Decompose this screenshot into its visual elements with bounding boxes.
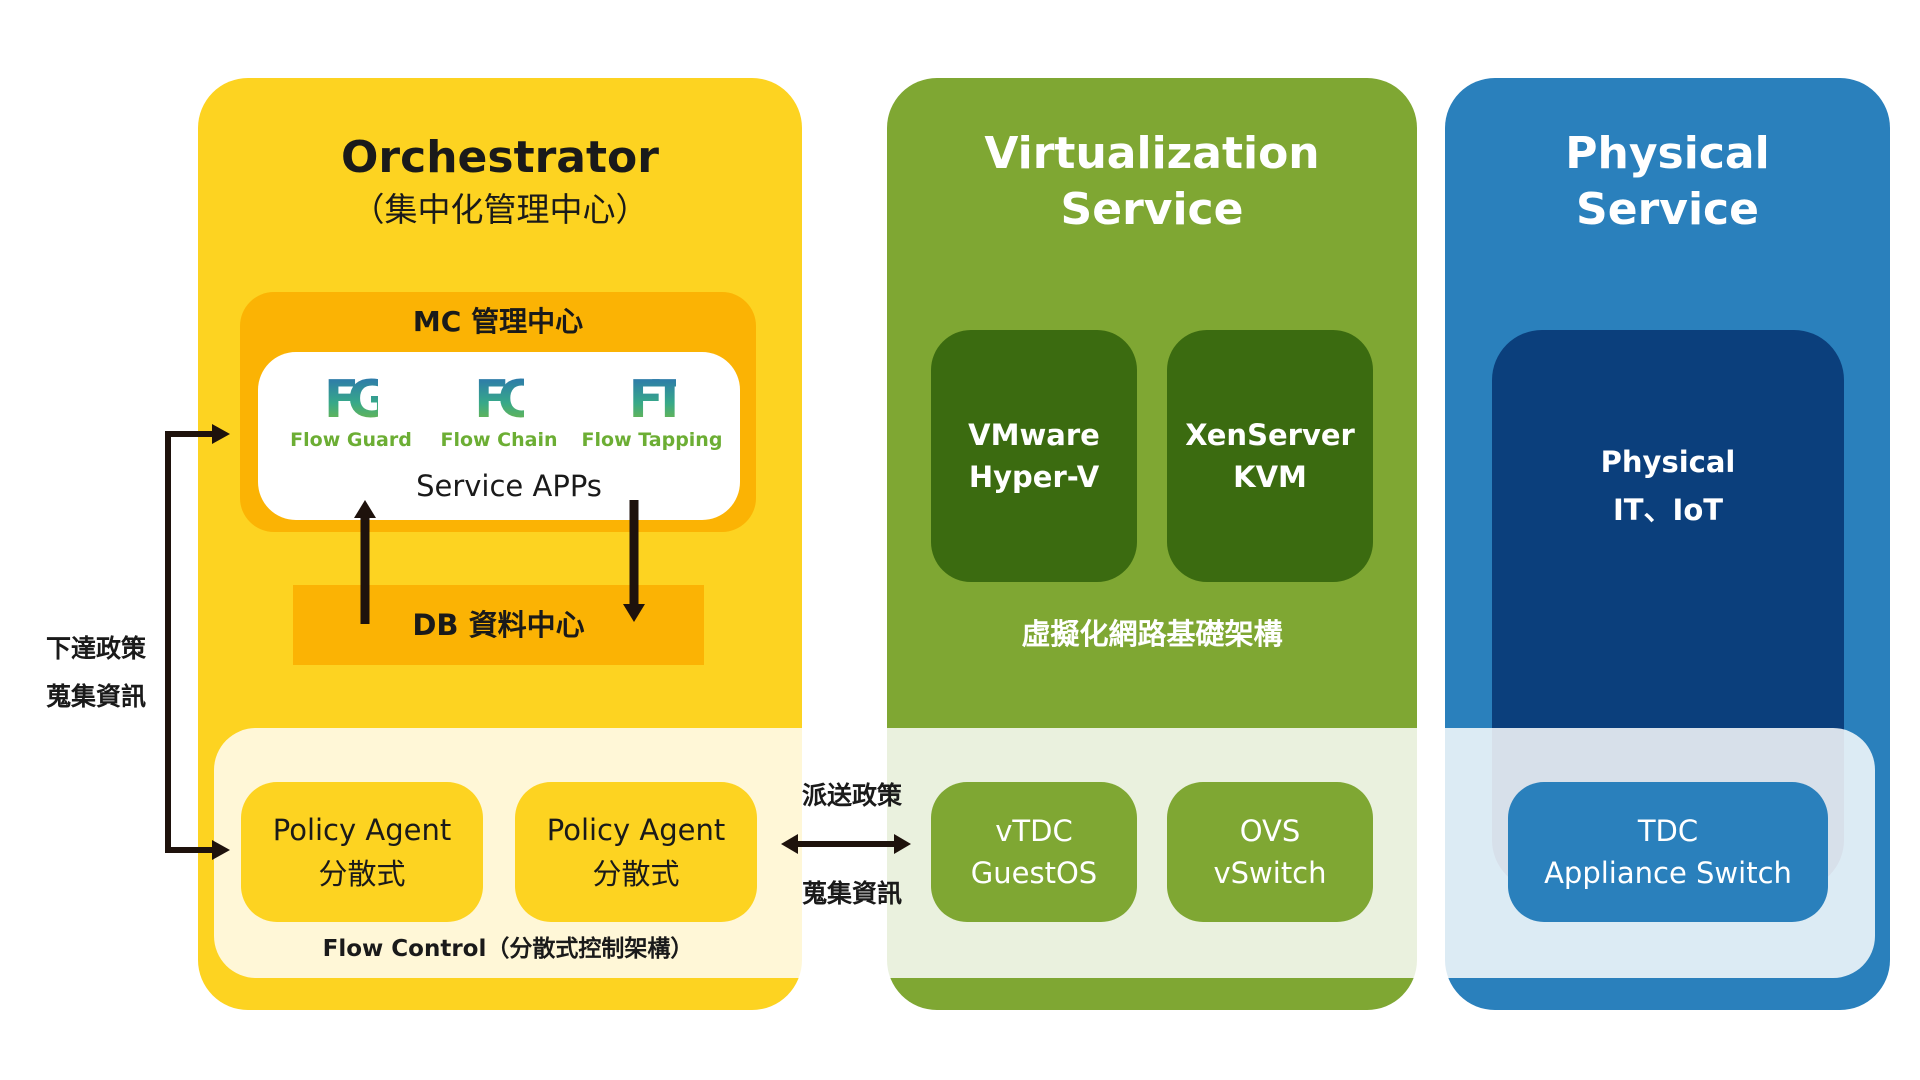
appliance-switch-label: Appliance Switch: [1544, 856, 1792, 890]
orchestrator-title: Orchestrator: [341, 132, 659, 183]
virtualization-title-line2: Service: [1060, 184, 1244, 235]
dispatch-arrowhead-left: [781, 834, 798, 854]
flow-control-label: Flow Control（分散式控制架構）: [322, 936, 694, 962]
left-bracket-arrowhead-top: [212, 424, 230, 444]
policy-agent-2-line1: Policy Agent: [546, 813, 726, 847]
collect-info-label-middle: 蒐集資訊: [801, 879, 902, 908]
policy-agent-1-line2: 分散式: [318, 857, 406, 891]
xenserver-label: XenServer: [1185, 418, 1355, 452]
policy-agent-box-1: Policy Agent 分散式: [241, 782, 483, 922]
virtual-infrastructure-label: 虛擬化網路基礎架構: [1021, 617, 1283, 651]
hyperv-label: Hyper-V: [968, 460, 1100, 494]
physical-inner-line1: Physical: [1600, 445, 1736, 479]
mc-label: MC 管理中心: [412, 305, 584, 338]
guestos-label: GuestOS: [970, 856, 1098, 890]
policy-agent-box-2: Policy Agent 分散式: [515, 782, 757, 922]
left-bracket-line: [165, 431, 213, 853]
flow-chain-logo: FC Flow Chain: [424, 372, 574, 452]
physical-title-line1: Physical: [1565, 128, 1770, 179]
db-to-apps-arrowhead: [354, 500, 376, 518]
orchestrator-subtitle: （集中化管理中心）: [351, 190, 649, 229]
tdc-appliance-switch-box: TDC Appliance Switch: [1508, 782, 1828, 922]
service-apps-box: FG Flow Guard FC Flow Chain FT Flow Tapp…: [258, 352, 740, 520]
flow-tapping-name: Flow Tapping: [581, 429, 723, 451]
flow-chain-name: Flow Chain: [440, 429, 558, 451]
vmware-label: VMware: [968, 418, 1100, 452]
policy-agent-1-line1: Policy Agent: [272, 813, 452, 847]
ovs-vswitch-box: OVS vSwitch: [1167, 782, 1373, 922]
vtdc-label: vTDC: [995, 814, 1073, 848]
physical-inner-line2: IT、IoT: [1612, 493, 1724, 527]
dispatch-policy-label: 派送政策: [801, 781, 902, 810]
physical-title-line2: Service: [1576, 184, 1759, 235]
left-bracket-arrowhead-bottom: [212, 840, 230, 860]
ovs-label: OVS: [1239, 814, 1301, 848]
xenserver-kvm-box: XenServer KVM: [1167, 330, 1373, 582]
virtualization-title-line1: Virtualization: [984, 128, 1320, 179]
tdc-label: TDC: [1637, 814, 1699, 848]
vmware-hyperv-box: VMware Hyper-V: [931, 330, 1137, 582]
dispatch-arrowhead-right: [894, 834, 911, 854]
apps-to-db-arrowhead: [623, 604, 645, 622]
kvm-label: KVM: [1233, 460, 1307, 494]
flow-tapping-logo: FT Flow Tapping: [572, 372, 732, 452]
vswitch-label: vSwitch: [1213, 856, 1327, 890]
flow-guard-name: Flow Guard: [290, 429, 412, 451]
db-label: DB 資料中心: [412, 608, 585, 642]
policy-agent-2-line2: 分散式: [592, 857, 680, 891]
service-apps-label: Service APPs: [416, 469, 602, 503]
collect-info-label-left: 蒐集資訊: [45, 682, 146, 711]
flow-guard-logo: FG Flow Guard: [276, 372, 426, 452]
vtdc-guestos-box: vTDC GuestOS: [931, 782, 1137, 922]
issue-policy-label: 下達政策: [45, 634, 146, 663]
left-arrow-labels: 下達政策 蒐集資訊: [26, 625, 166, 721]
